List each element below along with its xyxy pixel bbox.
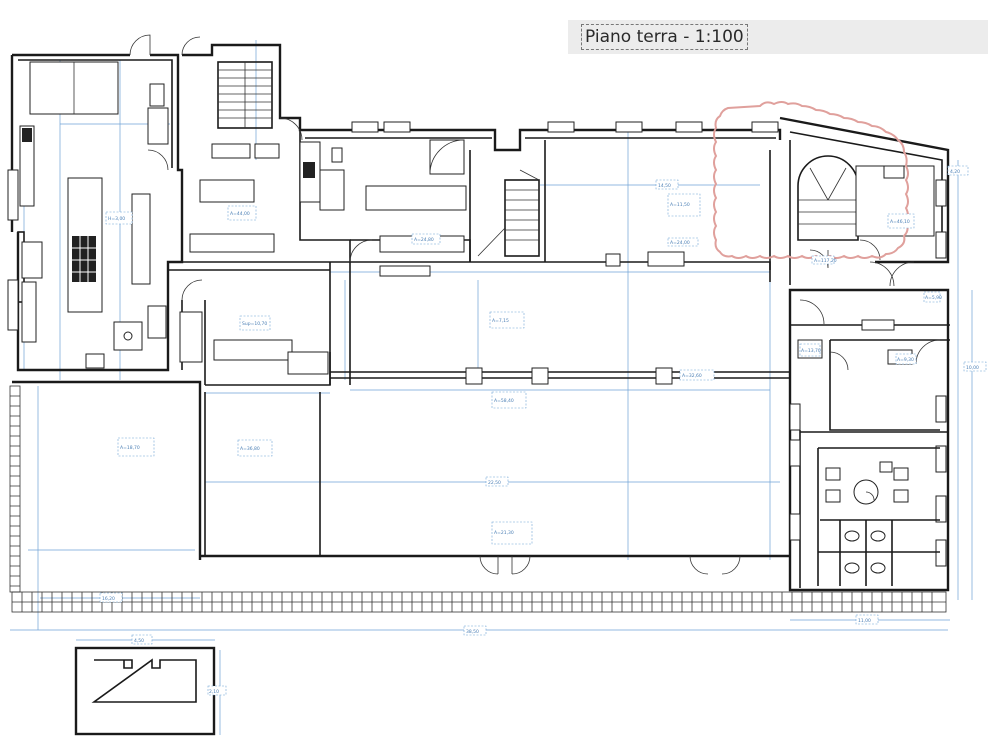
- svg-text:A=58,40: A=58,40: [494, 398, 514, 404]
- svg-text:A=24,00: A=24,00: [670, 240, 690, 246]
- windows: [7, 121, 947, 567]
- svg-text:A=24,80: A=24,80: [414, 237, 434, 243]
- room-tags: H=3,00 A=44,00 Sup=10,70 A=24,80 A=7,15 …: [105, 193, 942, 545]
- drawing-title: Piano terra - 1:100: [581, 24, 748, 50]
- svg-text:A=5,90: A=5,90: [925, 295, 942, 301]
- columns: [379, 251, 685, 385]
- svg-text:14,50: 14,50: [658, 183, 671, 189]
- svg-text:10,00: 10,00: [966, 365, 979, 371]
- dimension-label: 10,00: [963, 361, 987, 372]
- svg-text:A=36,80: A=36,80: [240, 446, 260, 452]
- room-tag: A=5,90: [923, 291, 942, 303]
- svg-text:A=46,10: A=46,10: [890, 219, 910, 225]
- svg-text:A=117,20: A=117,20: [814, 258, 837, 264]
- svg-text:22,50: 22,50: [488, 480, 501, 486]
- room-tag: H=3,00: [105, 211, 133, 225]
- svg-text:A=7,15: A=7,15: [492, 318, 509, 324]
- room-tag: A=32,60: [679, 369, 715, 381]
- room-tag: A=58,40: [491, 391, 527, 409]
- room-tag: A=11,50: [667, 193, 701, 217]
- revision-cloud: [713, 101, 909, 259]
- svg-text:4,50: 4,50: [134, 638, 144, 644]
- room-tag: A=13,70: [799, 343, 821, 357]
- room-tag: A=18,70: [117, 437, 155, 457]
- room-tag: A=24,80: [411, 233, 441, 245]
- dimension-label: 4,20: [947, 165, 969, 176]
- room-tag: A=9,30: [895, 353, 917, 365]
- dimension-label: 11,00: [855, 614, 879, 625]
- room-tag: A=7,15: [489, 311, 525, 329]
- svg-text:A=11,50: A=11,50: [670, 202, 690, 208]
- dimension-label: 4,50: [131, 634, 153, 645]
- svg-text:A=44,00: A=44,00: [230, 211, 250, 217]
- svg-text:A=18,70: A=18,70: [120, 445, 140, 451]
- svg-text:A=21,30: A=21,30: [494, 530, 514, 536]
- dimension-label: 16,20: [99, 592, 123, 603]
- room-tag: A=46,10: [887, 213, 915, 229]
- svg-text:38,50: 38,50: [466, 629, 479, 635]
- dimension-label: 38,50: [463, 625, 487, 636]
- perimeter-strip: [9, 385, 947, 613]
- svg-text:2,10: 2,10: [209, 689, 219, 695]
- lounge: [299, 139, 467, 253]
- svg-text:11,00: 11,00: [858, 618, 871, 624]
- spiral-stair: [797, 155, 935, 269]
- room-tag: Sup=10,70: [239, 315, 271, 331]
- dimension-label: 14,50: [655, 179, 679, 190]
- svg-text:A=13,70: A=13,70: [801, 348, 821, 354]
- restrooms: [797, 319, 940, 586]
- room-tag: A=36,80: [237, 439, 273, 457]
- svg-text:A=32,60: A=32,60: [682, 373, 702, 379]
- room-tag: A=21,30: [491, 521, 533, 545]
- room-tag: A=24,00: [667, 237, 699, 247]
- staircase-left: [211, 61, 280, 159]
- staircase-center: [477, 169, 540, 257]
- kitchen: [19, 61, 169, 369]
- doors: [129, 34, 941, 575]
- svg-text:16,20: 16,20: [102, 596, 115, 602]
- title-panel: [568, 20, 988, 54]
- dimension-labels: 38,50 22,50 11,00 16,20 4,50 2,10 10,00 …: [99, 165, 987, 696]
- room-tag: A=117,20: [811, 255, 837, 265]
- svg-text:A=9,30: A=9,30: [897, 357, 914, 363]
- svg-text:H=3,00: H=3,00: [108, 216, 125, 222]
- dimension-label: 22,50: [485, 476, 509, 487]
- annex: [74, 646, 216, 736]
- dimension-label: 2,10: [207, 685, 227, 696]
- svg-text:4,20: 4,20: [950, 169, 960, 175]
- room-tag: A=44,00: [227, 205, 257, 221]
- living-room: [179, 179, 329, 375]
- svg-text:Sup=10,70: Sup=10,70: [242, 321, 267, 327]
